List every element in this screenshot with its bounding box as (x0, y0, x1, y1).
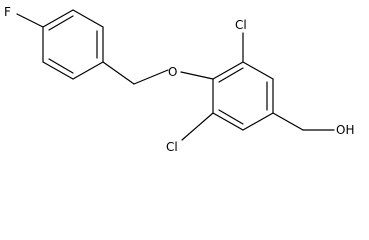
bond (42, 61, 74, 80)
bond (42, 9, 74, 28)
bond (72, 61, 104, 80)
bond (242, 112, 274, 131)
bond-ring-to-ch2oh (272, 112, 304, 131)
bond (212, 112, 244, 131)
oxygen-label: O (168, 65, 177, 79)
structure-drawing: F O Cl Cl OH (4, 5, 354, 154)
molecule-canvas: F O Cl Cl OH (4, 5, 355, 154)
double-bond-inner (218, 109, 244, 125)
bond-ch2-to-oxygen (133, 69, 169, 85)
bond (212, 61, 244, 80)
bond (242, 61, 274, 80)
bond-to-fluorine (16, 13, 44, 28)
double-bond-inner (48, 58, 74, 74)
dichlorophenyl-ring (212, 61, 274, 131)
fluorine-label: F (4, 5, 11, 19)
bond-ring-to-ch2 (102, 61, 135, 85)
chlorine-bottom-label: Cl (166, 140, 178, 154)
double-bond-inner (218, 67, 244, 83)
chlorine-top-label: Cl (235, 18, 247, 32)
double-bond-inner (48, 15, 74, 31)
bond (72, 9, 104, 28)
hydroxyl-label: OH (336, 123, 354, 137)
fluorophenyl-ring (42, 9, 104, 80)
bond-to-chlorine-bottom (181, 112, 214, 141)
bond-oxygen-to-ring (180, 71, 214, 80)
